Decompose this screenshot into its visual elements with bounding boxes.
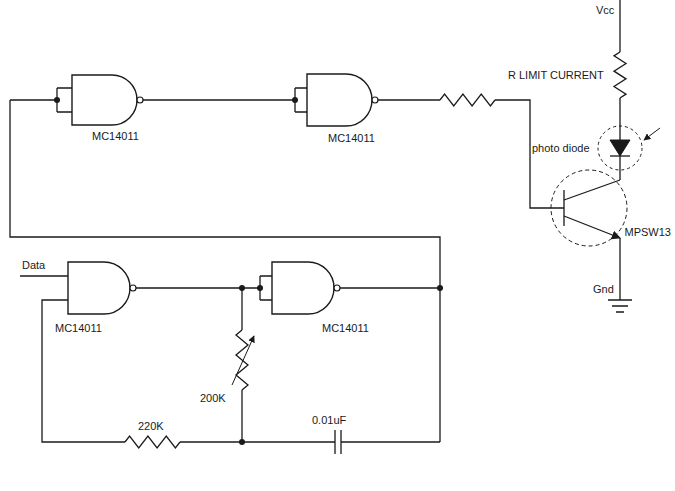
junction-dot <box>257 285 263 291</box>
ground-label: Gnd <box>593 283 614 296</box>
wire <box>619 98 620 140</box>
part-number: MPSW13 <box>625 226 671 239</box>
light-arrow <box>644 128 660 140</box>
value-label: 0.01uF <box>312 414 346 427</box>
resistor-symbol <box>125 436 180 448</box>
inverter-bubble <box>334 285 340 291</box>
value-label: 200K <box>200 392 226 405</box>
wire <box>241 390 242 442</box>
wire <box>10 100 440 442</box>
capacitor-symbol <box>335 430 341 454</box>
photodiode-symbol <box>610 140 630 156</box>
inverter-bubble <box>137 97 143 103</box>
supply-label: Vcc <box>596 4 614 17</box>
wire <box>619 0 620 52</box>
ground-symbol <box>608 300 632 312</box>
transistor-emitter <box>564 216 620 238</box>
wire <box>619 156 620 180</box>
wire <box>341 441 440 442</box>
wire <box>20 275 68 276</box>
part-number: MC14011 <box>322 322 369 335</box>
part-label: R LIMIT CURRENT <box>508 69 604 82</box>
transistor-collector <box>564 180 620 200</box>
resistor-symbol <box>236 330 248 390</box>
wire <box>143 88 307 112</box>
nand-gate <box>68 262 130 314</box>
nand-gate <box>307 74 372 126</box>
part-number: MC14011 <box>328 132 375 145</box>
wire <box>340 287 440 288</box>
junction-dot <box>292 97 298 103</box>
part-number: MC14011 <box>55 322 102 335</box>
wire <box>378 99 440 100</box>
value-label: 220K <box>138 420 164 433</box>
resistor-symbol <box>614 52 626 98</box>
wire <box>619 238 620 300</box>
inverter-bubble <box>130 285 136 291</box>
junction-dot <box>54 97 60 103</box>
wire <box>10 88 72 112</box>
nand-gate <box>72 75 137 125</box>
nand-gate <box>272 262 334 314</box>
resistor-symbol <box>440 94 495 106</box>
inverter-bubble <box>372 97 378 103</box>
pot-wiper-arrow <box>232 336 254 385</box>
wire <box>136 276 272 300</box>
wire <box>241 288 242 330</box>
signal-name: Data <box>22 259 45 272</box>
part-number: MC14011 <box>92 130 139 143</box>
wire <box>180 441 335 442</box>
part-label: photo diode <box>532 142 590 155</box>
wire <box>42 300 125 442</box>
